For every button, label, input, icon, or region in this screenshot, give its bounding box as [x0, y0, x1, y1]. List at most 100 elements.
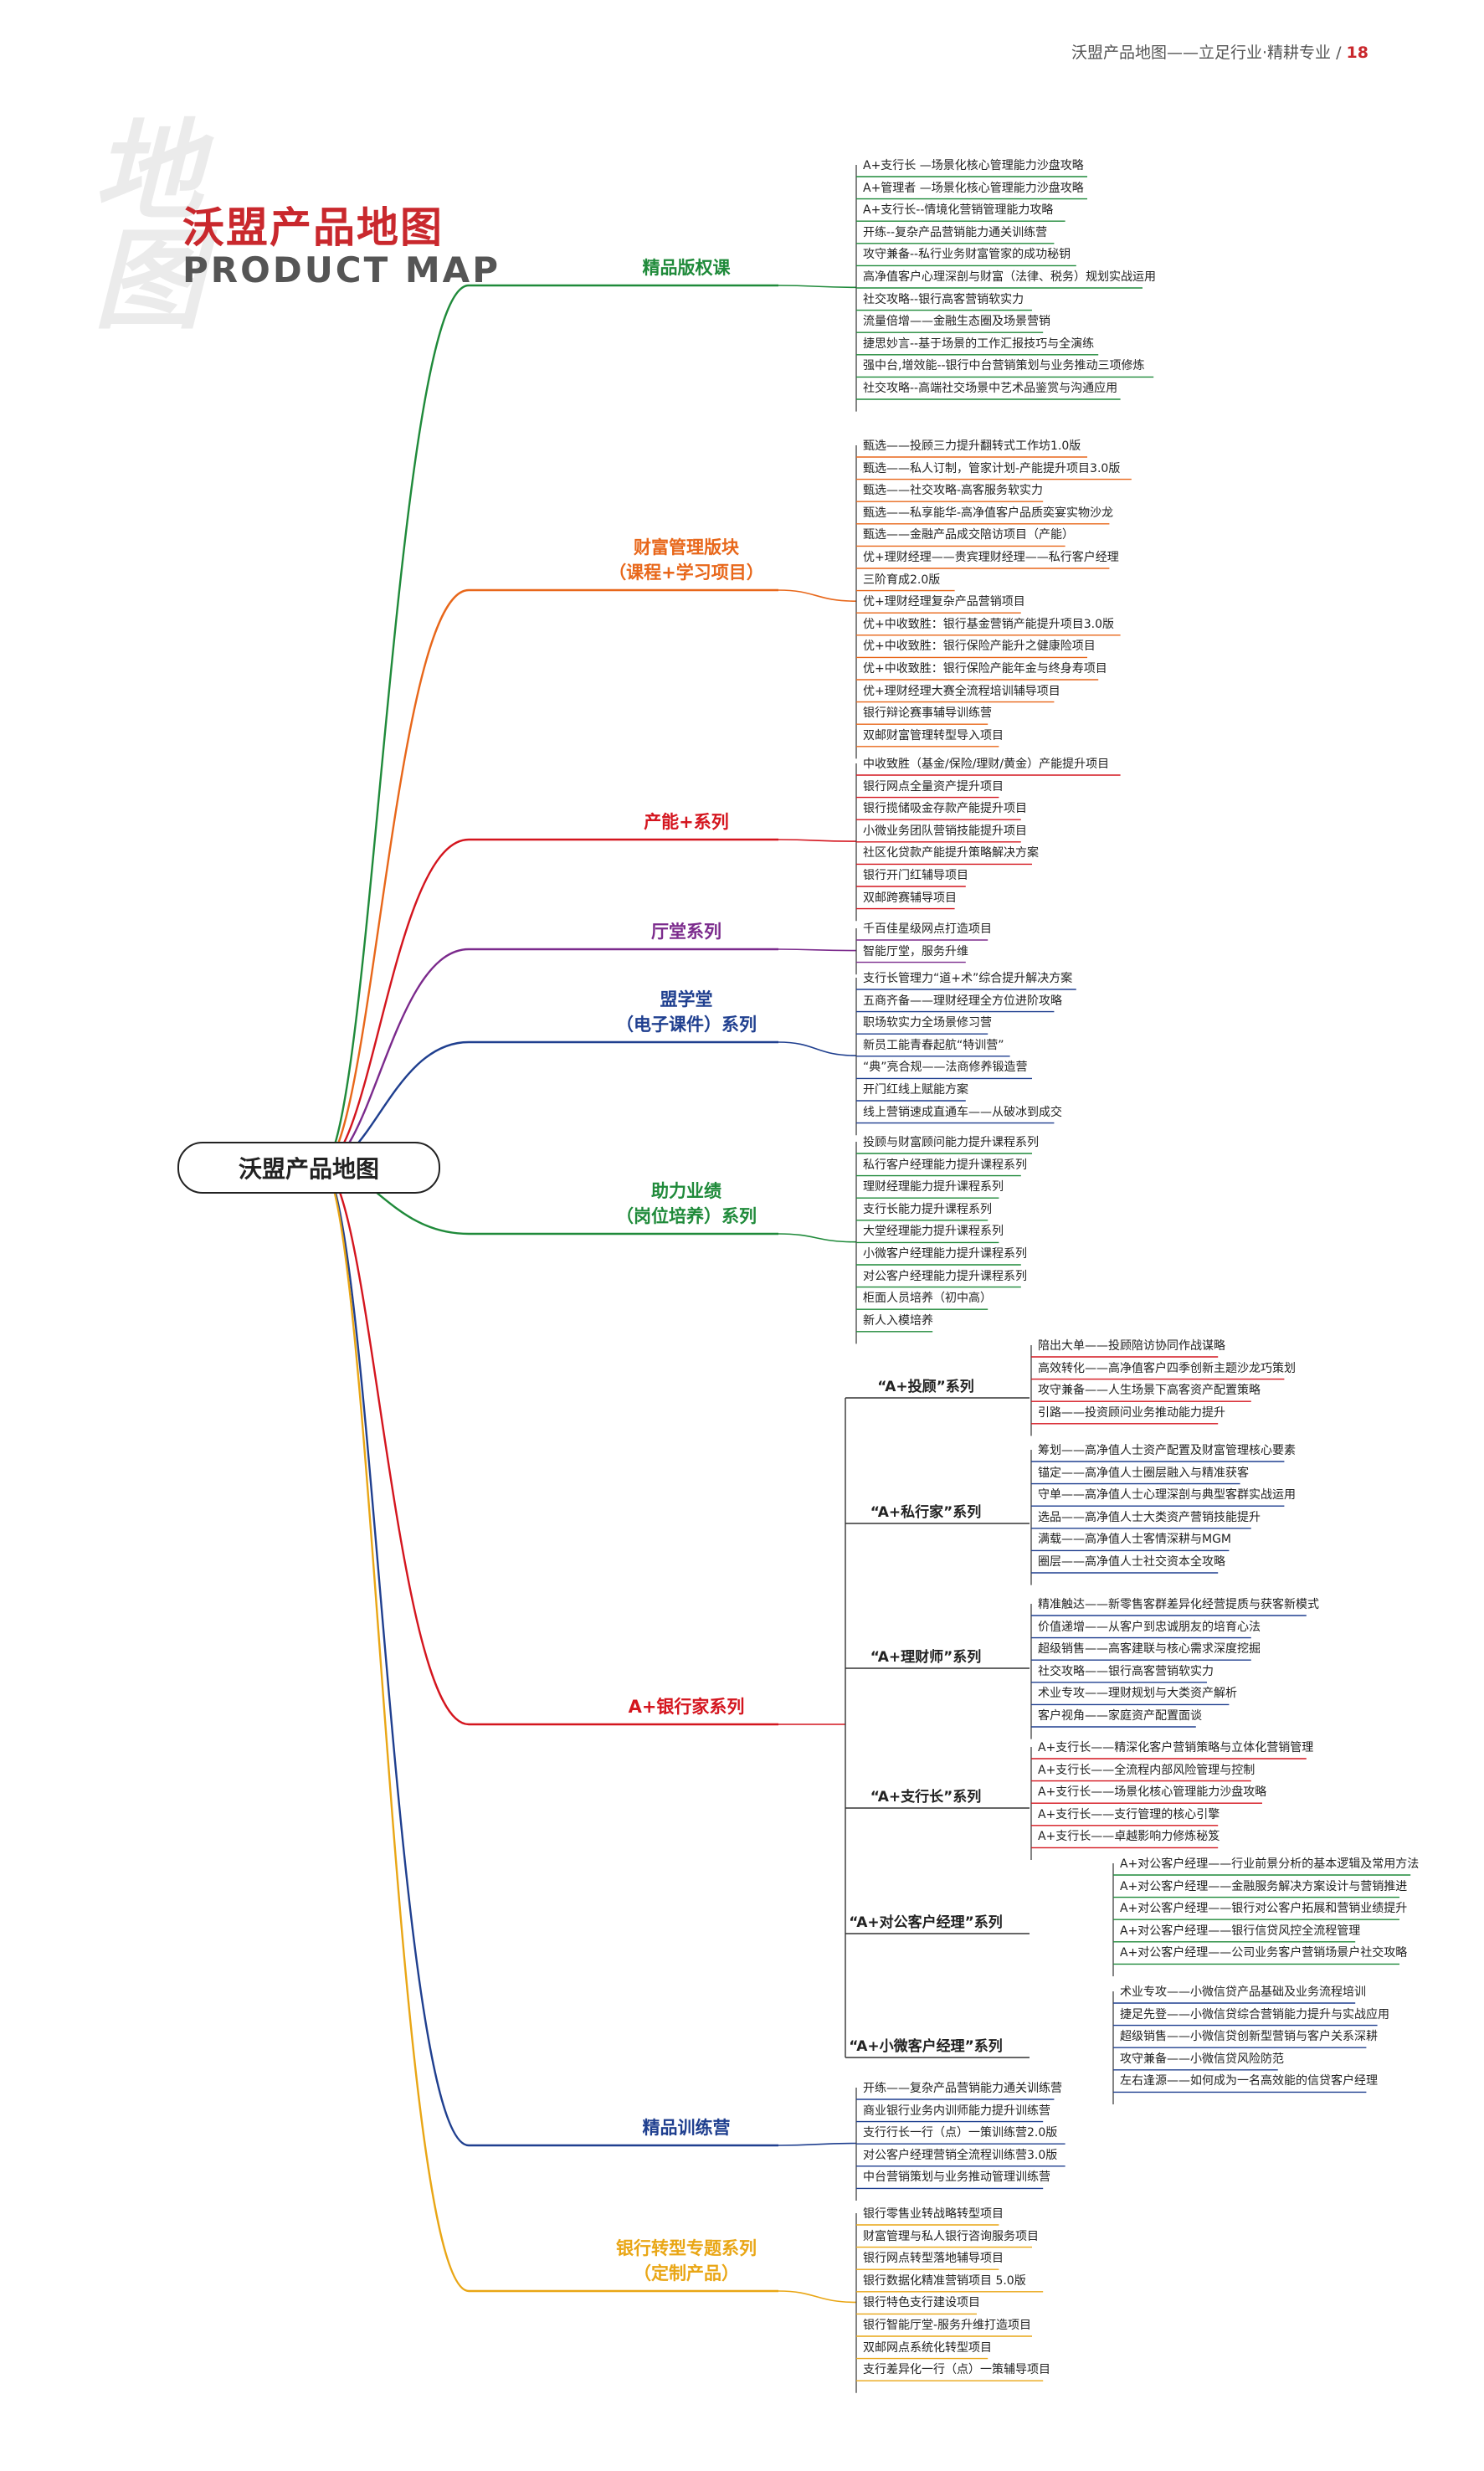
- branch-0-item: A+支行长 —场景化核心管理能力沙盘攻略: [863, 159, 1084, 172]
- branch-title: 助力业绩: [651, 1181, 721, 1201]
- branch-title: 产能+系列: [644, 812, 729, 832]
- branch-label: 助力业绩 （岗位培养）系列: [536, 1179, 837, 1229]
- branch-8-item: 财富管理与私人银行咨询服务项目: [863, 2229, 1039, 2243]
- branch-5-item: 对公客户经理能力提升课程系列: [863, 1269, 1027, 1283]
- sub-series-label: “A+支行长”系列: [870, 1789, 982, 1806]
- branch-subtitle: （电子课件）系列: [616, 1015, 757, 1035]
- branch-8-item: 银行特色支行建设项目: [863, 2296, 980, 2310]
- sub-3-item: A+支行长——卓越影响力修炼秘笈: [1038, 1830, 1220, 1844]
- branch-0-item: A+支行长--情境化营销管理能力攻略: [863, 203, 1054, 218]
- branch-title: A+银行家系列: [628, 1697, 745, 1717]
- branch-1-item: 甄选——私享能华-高净值客户品质奕宴实物沙龙: [863, 506, 1114, 520]
- branch-label: 银行转型专题系列（定制产品）: [536, 2236, 837, 2286]
- branch-8-item: 银行数据化精准营销项目 5.0版: [863, 2273, 1026, 2288]
- branch-1-item: 甄选——金融产品成交陪访项目（产能）: [863, 528, 1074, 542]
- branch-7-item: 中台营销策划与业务推动管理训练营: [863, 2170, 1050, 2185]
- branch-7-item: 开练——复杂产品营销能力通关训练营: [863, 2082, 1062, 2095]
- branch-to-list: [778, 589, 857, 602]
- branch-2-item: 双邮跨赛辅导项目: [863, 891, 957, 905]
- branch-2-item: 社区化贷款产能提升策略解决方案: [863, 846, 1039, 860]
- branch-to-list: [778, 2290, 857, 2304]
- sub-1-item: 守单——高净值人士心理深剖与典型客群实战运用: [1038, 1488, 1296, 1503]
- sub-4-item: A+对公客户经理——金融服务解决方案设计与营销推进: [1120, 1879, 1408, 1893]
- branch-4-item: 开门红线上赋能方案: [863, 1083, 968, 1097]
- branch-1-item: 甄选——社交攻略-高客服务软实力: [863, 484, 1044, 498]
- sub-2-item: 精准触达——新零售客群差异化经营提质与获客新模式: [1038, 1598, 1319, 1611]
- branch-3-item: 千百佳星级网点打造项目: [863, 922, 992, 936]
- branch-4-item: 职场软实力全场景修习营: [863, 1016, 992, 1030]
- branch-0-item: 强中台,增效能--银行中台营销策划与业务推动三项修炼: [863, 359, 1145, 373]
- branch-0-item: 攻守兼备--私行业务财富管家的成功秘钥: [863, 248, 1071, 262]
- branch-2-item: 银行揽储吸金存款产能提升项目: [863, 802, 1027, 816]
- branch-0-item: 社交攻略--银行高客营销软实力: [863, 292, 1024, 306]
- sub-5-item: 捷足先登——小微信贷综合营销能力提升与实战应用: [1120, 2007, 1389, 2021]
- branch-4-item: “典”亮合规——法商修养锻造营: [863, 1061, 1028, 1075]
- sub-series-label: “A+对公客户经理”系列: [849, 1914, 1003, 1931]
- sub-4-item: A+对公客户经理——公司业务客户营销场景户社交攻略: [1120, 1946, 1408, 1960]
- branch-connector: [321, 948, 778, 1168]
- page-number: 18: [1346, 44, 1368, 62]
- sub-series-label: “A+理财师”系列: [870, 1649, 982, 1666]
- branch-to-list: [778, 1233, 857, 1243]
- sub-series-label: “A+小微客户经理”系列: [849, 2038, 1003, 2055]
- branch-0-item: 流量倍增——金融生态圈及场景营销: [863, 315, 1050, 329]
- branch-5-item: 私行客户经理能力提升课程系列: [863, 1158, 1027, 1172]
- sub-4-item: A+对公客户经理——银行对公客户拓展和营销业绩提升: [1120, 1902, 1408, 1916]
- branch-7-item: 支行行长一行（点）一策训练营2.0版: [863, 2126, 1058, 2140]
- branch-1-item: 双邮财富管理转型导入项目: [863, 728, 1004, 742]
- branch-label: 产能+系列: [536, 809, 837, 835]
- branch-1-item: 银行辩论赛事辅导训练营: [863, 706, 992, 721]
- page-subtitle: PRODUCT MAP: [182, 249, 501, 290]
- page-header: 沃盟产品地图——立足行业·精耕专业 / 18: [1071, 40, 1440, 63]
- branch-title: 精品训练营: [642, 2118, 731, 2138]
- branch-subtitle: （岗位培养）系列: [616, 1206, 757, 1226]
- sub-3-item: A+支行长——全流程内部风险管理与控制: [1038, 1763, 1255, 1777]
- branch-2-item: 中收致胜（基金/保险/理财/黄金）产能提升项目: [863, 758, 1110, 771]
- watermark-text: 地图: [94, 107, 203, 344]
- sub-1-item: 锚定——高净值人士圈层融入与精准获客: [1038, 1466, 1249, 1480]
- sub-3-item: A+支行长——支行管理的核心引擎: [1038, 1807, 1220, 1821]
- branch-connector: [321, 284, 778, 1168]
- branch-1-item: 优+中收致胜：银行保险产能年金与终身寿项目: [863, 662, 1107, 676]
- branch-7-item: 对公客户经理营销全流程训练营3.0版: [863, 2148, 1058, 2162]
- sub-4-item: A+对公客户经理——银行信贷风控全流程管理: [1120, 1924, 1361, 1938]
- branch-0-item: 开练--复杂产品营销能力通关训练营: [863, 225, 1048, 239]
- branch-1-item: 甄选——私人订制，管家计划-产能提升项目3.0版: [863, 461, 1121, 475]
- branch-5-item: 小微客户经理能力提升课程系列: [863, 1247, 1027, 1261]
- branch-connector: [321, 1164, 778, 2293]
- branch-2-item: 银行网点全量资产提升项目: [863, 779, 1004, 794]
- branch-label: 财富管理版块（课程+学习项目）: [536, 535, 837, 585]
- branch-2-item: 小微业务团队营销技能提升项目: [863, 824, 1027, 838]
- branch-5-item: 支行长能力提升课程系列: [863, 1202, 992, 1216]
- sub-2-item: 价值递增——从客户到忠诚朋友的培育心法: [1038, 1620, 1261, 1634]
- branch-connector: [321, 588, 778, 1168]
- branch-8-item: 支行差异化一行（点）一策辅导项目: [863, 2363, 1050, 2377]
- branch-to-list: [778, 839, 857, 842]
- branch-4-item: 新员工能青春起航“特训营”: [863, 1038, 1004, 1052]
- branch-1-item: 优+理财经理——贵宾理财经理——私行客户经理: [863, 551, 1119, 564]
- branch-connector: [321, 1164, 778, 1726]
- branch-title: 财富管理版块: [634, 537, 739, 557]
- branch-to-list: [778, 1041, 857, 1056]
- sub-4-item: A+对公客户经理——行业前景分析的基本逻辑及常用方法: [1120, 1857, 1420, 1871]
- branch-to-list: [778, 285, 857, 289]
- sub-0-item: 引路——投资顾问业务推动能力提升: [1038, 1405, 1225, 1420]
- sub-5-item: 左右逢源——如何成为一名高效能的信贷客户经理: [1120, 2074, 1378, 2088]
- branch-4-item: 五商齐备——理财经理全方位进阶攻略: [863, 994, 1062, 1008]
- branch-7-item: 商业银行业务内训师能力提升训练营: [863, 2104, 1050, 2118]
- sub-5-item: 超级销售——小微信贷创新型营销与客户关系深耕: [1120, 2030, 1378, 2044]
- branch-1-item: 优+理财经理大赛全流程培训辅导项目: [863, 684, 1060, 698]
- sub-series-label: “A+投顾”系列: [877, 1379, 974, 1395]
- header-text: 沃盟产品地图——立足行业·精耕专业 /: [1071, 44, 1342, 62]
- branch-8-item: 银行网点转型落地辅导项目: [863, 2252, 1004, 2266]
- branch-4-item: 支行长管理力“道+术”综合提升解决方案: [863, 972, 1073, 985]
- branch-8-item: 双邮网点系统化转型项目: [863, 2340, 992, 2355]
- branch-label: 精品训练营: [536, 2115, 837, 2140]
- branch-0-item: A+管理者 —场景化核心管理能力沙盘攻略: [863, 181, 1084, 195]
- branch-8-item: 银行零售业转战略转型项目: [863, 2207, 1004, 2221]
- branch-title: 厅堂系列: [651, 922, 721, 942]
- branch-connector: [321, 1164, 778, 2147]
- root-node: 沃盟产品地图: [177, 1142, 440, 1194]
- branch-title: 盟学堂: [660, 989, 713, 1009]
- branch-0-item: 捷思妙言--基于场景的工作汇报技巧与全演练: [863, 336, 1095, 351]
